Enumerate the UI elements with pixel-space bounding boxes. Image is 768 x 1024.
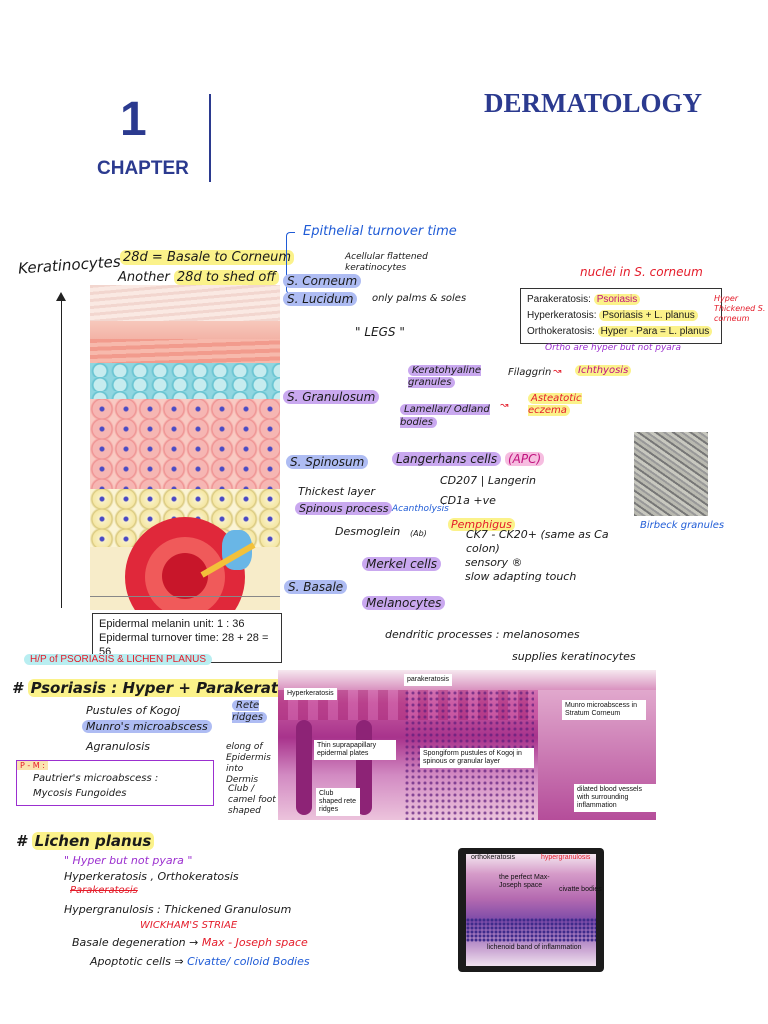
ichthyosis-arrow: ↝ [553, 366, 562, 377]
histo-band: lichenoid band of inflammation [487, 944, 582, 951]
thickest-label: Thickest layer [298, 485, 376, 498]
lichen-line4: WICKHAM'S STRIAE [140, 920, 238, 931]
asteatotic-arrow: ↝ [500, 400, 509, 411]
desmoglein-label: Desmoglein [335, 525, 401, 538]
melanocytes-label: Melanocytes [362, 596, 446, 610]
pm-box: P - M : Pautrier's microabscess : Mycosi… [16, 760, 214, 806]
ichthyosis-label: Ichthyosis [575, 365, 632, 376]
sensory-label: sensory ® [465, 556, 523, 569]
psoriasis-item: Pustules of Kogoj [86, 704, 181, 717]
lucidum-note: only palms & soles [372, 293, 467, 304]
rete-ridges-label: Rete ridges [232, 700, 268, 724]
keratosis-row: Parakeratosis: Psoriasis [527, 292, 715, 308]
pm-line: Pautrier's microabscess : [33, 773, 159, 784]
keratohyaline-label: Keratohyaline granules [408, 365, 482, 388]
epidermis-illustration [90, 285, 280, 610]
turnover-line2: Another 28d to shed off [118, 270, 279, 285]
turnover-arrow-head [56, 292, 66, 301]
epidermis-info-box: Epidermal melanin unit: 1 : 36 Epidermal… [92, 613, 282, 663]
asteatotic-label: Asteatotic eczema [528, 393, 582, 416]
chapter-number: 1 [120, 93, 147, 146]
cd1a-label: CD1a +ve [440, 494, 496, 507]
filaggrin-label: Filaggrin [508, 367, 552, 378]
merkel-label: Merkel cells [362, 557, 442, 571]
psoriasis-banner: H/P of PSORIASIS & LICHEN PLANUS [24, 654, 212, 665]
lichen-line6: Apoptotic cells ⇒ Civatte/ colloid Bodie… [90, 955, 310, 968]
keratosis-bottom-note: Ortho are hyper but not pyara [545, 343, 682, 353]
psoriasis-item: Munro's microabscess [82, 720, 212, 733]
spinous-process-label: Spinous process [295, 502, 393, 515]
histo-hyperkeratosis: Hyperkeratosis [284, 688, 337, 700]
merkel-markers: CK7 - CK20+ (same as Ca colon) [466, 528, 609, 555]
keratosis-box: Parakeratosis: Psoriasis Hyperkeratosis:… [520, 288, 722, 344]
basale-label: S. Basale [284, 580, 348, 594]
lichen-line5: Basale degeneration → Max - Joseph space [72, 936, 308, 949]
rete-note: Club / camel foot shaped [228, 784, 276, 816]
lichen-histology [458, 848, 604, 972]
lichen-line2: Parakeratosis [70, 885, 138, 896]
y-axis-label: Keratinocytes [17, 252, 122, 278]
turnover-arrow [61, 298, 62, 608]
histo-hypergran: hypergranulosis [541, 854, 591, 861]
legs-note: " LEGS " [355, 325, 405, 339]
pm-line: Mycosis Fungoides [33, 788, 127, 799]
nuclei-note: nuclei in S. corneum [580, 265, 703, 279]
pm-label: P - M : [17, 761, 48, 770]
melanin-unit: Epidermal melanin unit: 1 : 36 [99, 618, 245, 630]
psoriasis-item: Agranulosis [86, 740, 151, 753]
corneum-label: S. Corneum [283, 274, 362, 288]
corneum-note: Acellular flattened keratinocytes [345, 252, 428, 273]
supplies-label: supplies keratinocytes [512, 650, 636, 663]
lichen-line1: Hyperkeratosis , Orthokeratosis [64, 870, 239, 883]
basement-line [90, 596, 280, 597]
dendritic-label: dendritic processes : melanosomes [385, 628, 580, 641]
histo-parakeratosis: parakeratosis [404, 674, 453, 686]
birbeck-image [634, 432, 708, 516]
histo-thin-plates: Thin suprapapillary epidermal plates [314, 740, 396, 760]
turnover-line1: 28d = Basale to Corneum [120, 250, 295, 265]
langerhans-label: Langerhans cells (APC) [392, 452, 545, 466]
histo-munro: Munro microabscess in Stratum Corneum [562, 700, 646, 720]
keratosis-side-note: Hyper Thickened S. corneum [714, 294, 766, 323]
spinosum-label: S. Spinosum [286, 455, 369, 469]
page-title: DERMATOLOGY [484, 88, 703, 118]
granulosum-label: S. Granulosum [283, 390, 380, 404]
keratosis-row: Orthokeratosis: Hyper - Para = L. planus [527, 324, 715, 340]
lichen-quote: " Hyper but not pyara " [64, 854, 193, 867]
psoriasis-heading: # Psoriasis : Hyper + Parakeratosis [12, 679, 315, 697]
lichen-heading: # Lichen planus [16, 832, 155, 850]
histo-ortho: orthokeratosis [471, 854, 515, 861]
birbeck-label: Birbeck granules [640, 520, 725, 531]
chapter-label: CHAPTER [97, 158, 189, 179]
histo-vessels: dilated blood vessels with surrounding i… [574, 784, 656, 812]
header-divider [209, 94, 211, 182]
histo-spongiform: Spongiform pustules of Kogoj in spinous … [420, 748, 534, 768]
histo-civatte: civatte bodies [559, 886, 602, 893]
histo-club-ridges: Club shaped rete ridges [316, 788, 360, 816]
pemphigus-label: Pemphigus [448, 518, 515, 531]
rete-note: elong of Epidermis into Dermis [226, 742, 271, 785]
epithelial-turnover-note: Epithelial turnover time [303, 224, 457, 239]
histo-maxjoseph: the perfect Max-Joseph space [499, 874, 550, 889]
cd207-label: CD207 | Langerin [440, 474, 536, 487]
keratosis-row: Hyperkeratosis: Psoriasis + L. planus [527, 308, 715, 324]
slow-touch-label: slow adapting touch [465, 570, 577, 583]
lichen-line3: Hypergranulosis : Thickened Granulosum [64, 903, 292, 916]
lucidum-label: S. Lucidum [283, 292, 358, 306]
acantholysis-label: Acantholysis [392, 504, 449, 514]
ab-label: (Ab) [410, 529, 427, 538]
lamellar-label: Lamellar/ Odland bodies [400, 404, 490, 428]
